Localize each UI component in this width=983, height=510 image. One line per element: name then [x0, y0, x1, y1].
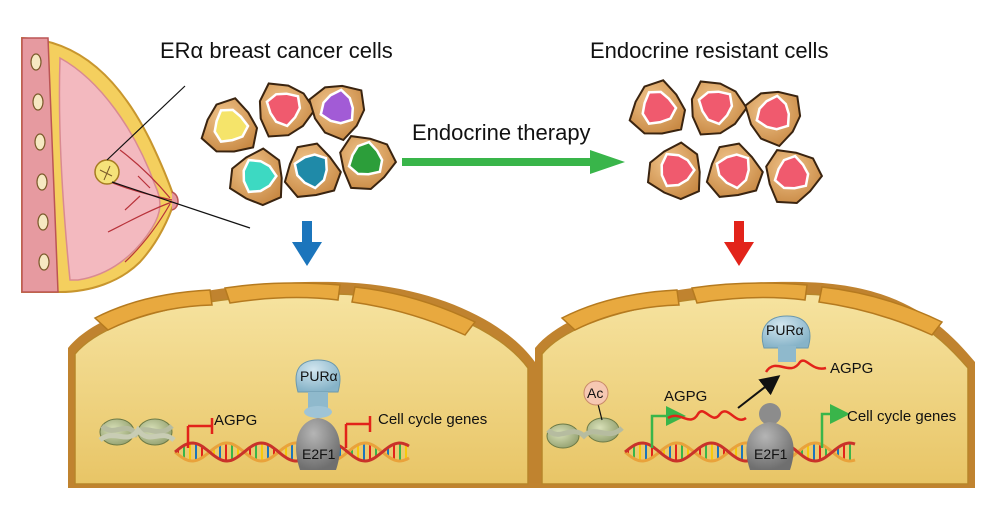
label-agpg-gene-right: AGPG [664, 388, 708, 405]
label-endocrine-therapy: Endocrine therapy [412, 120, 591, 145]
cell [705, 142, 764, 198]
label-e2f1-right: E2F1 [754, 446, 788, 462]
label-pur-alpha-left: PURα [300, 368, 338, 384]
agpg-rna-bound [764, 359, 827, 373]
cell [339, 135, 398, 191]
cell [308, 84, 366, 142]
cell [628, 79, 687, 135]
cell-nucleus [755, 94, 791, 131]
sequestration-arrow [737, 375, 781, 409]
down-arrow-blue [292, 221, 322, 266]
cellcycle-activation-right [820, 404, 850, 448]
label-pur-alpha-right: PURα [766, 322, 804, 338]
agpg-activation-right [650, 406, 686, 448]
title-resistant-cells: Endocrine resistant cells [590, 38, 829, 63]
cell-nucleus [773, 154, 810, 190]
cell [646, 141, 701, 201]
cell [690, 80, 748, 136]
label-cell-cycle-left: Cell cycle genes [378, 411, 488, 428]
acetyl-mark [583, 380, 609, 421]
endocrine-therapy-arrow [402, 150, 625, 174]
right-nucleus-panel [535, 281, 975, 488]
pur-alpha-right [761, 315, 811, 362]
pur-alpha-left [295, 359, 341, 418]
cell-nucleus [697, 90, 734, 126]
cell-nucleus [213, 108, 250, 143]
breast-illustration [21, 36, 251, 293]
cell [200, 97, 259, 153]
cell-nucleus [641, 90, 678, 125]
dna-backbone [174, 441, 410, 463]
histone-cluster-left [98, 418, 176, 446]
cell-nucleus [347, 140, 384, 176]
cell-nucleus [242, 158, 278, 194]
label-cell-cycle-right: Cell cycle genes [847, 408, 957, 425]
e2f1-left [296, 418, 340, 470]
cell [258, 82, 316, 138]
label-acetyl: Ac [587, 385, 604, 401]
cell-nucleus [715, 153, 750, 190]
dna-backbone [624, 441, 856, 463]
dna-backbone [174, 441, 410, 463]
cell [283, 142, 342, 198]
cell-nucleus [265, 92, 302, 128]
down-arrow-red [724, 221, 754, 266]
e2f1-right [746, 403, 794, 470]
resistant-cell-cluster [628, 79, 824, 205]
cell-nucleus [293, 153, 328, 190]
dna-backbone [624, 441, 856, 463]
histone-cluster-right [546, 417, 624, 449]
label-agpg-left: AGPG [214, 412, 258, 429]
agpg-inhibition-left [186, 418, 214, 448]
cellcycle-inhibition-left [344, 416, 372, 448]
cell [228, 147, 283, 207]
cell [744, 90, 802, 148]
cell-nucleus [319, 88, 355, 125]
cancer-cell-cluster [200, 82, 398, 207]
cell-nucleus [660, 152, 696, 188]
title-er-alpha-cells: ERα breast cancer cells [160, 38, 393, 63]
label-e2f1-left: E2F1 [302, 446, 336, 462]
label-agpg-rna-right: AGPG [830, 360, 874, 377]
cell [765, 149, 824, 205]
agpg-rna-transcript [667, 410, 747, 421]
